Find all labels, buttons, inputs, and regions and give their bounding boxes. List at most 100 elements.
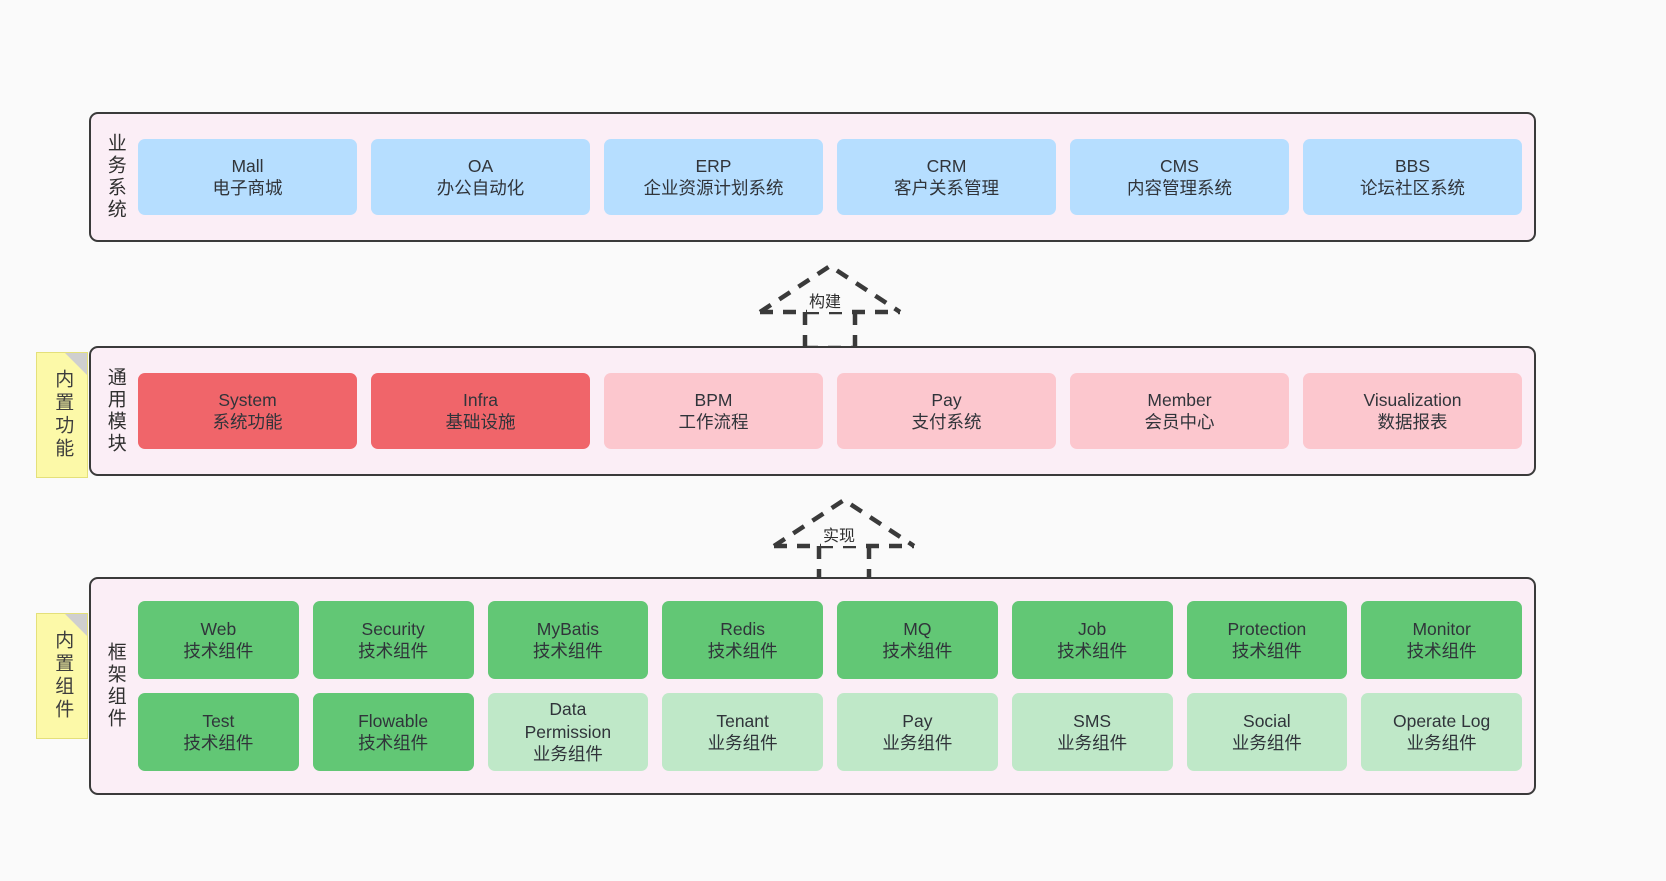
card-oa[interactable]: OA 办公自动化: [371, 139, 590, 215]
framework-tech-row: Web 技术组件 Security 技术组件 MyBatis 技术组件 Redi…: [138, 601, 1522, 679]
module-card-row: System 系统功能 Infra 基础设施 BPM 工作流程 Pay 支付系统…: [138, 373, 1522, 449]
card-title: Job: [1078, 618, 1107, 639]
card-title: CRM: [926, 155, 967, 176]
card-bbs[interactable]: BBS 论坛社区系统: [1303, 139, 1522, 215]
card-title: Infra: [462, 389, 499, 410]
card-subtitle: 业务组件: [707, 733, 778, 753]
layer-title-text: 业务系统: [104, 133, 126, 221]
card-social[interactable]: Social 业务组件: [1186, 693, 1348, 771]
card-title: Redis: [720, 618, 765, 639]
connector-build-label: 构建: [807, 288, 844, 312]
note-fold-icon: [65, 614, 87, 636]
card-member[interactable]: Member 会员中心: [1070, 373, 1289, 449]
connector-implement-label: 实现: [821, 522, 858, 546]
layer-business-system-body: Mall 电子商城 OA 办公自动化 ERP 企业资源计划系统 CRM 客户关系…: [138, 114, 1534, 240]
card-title: Operate Log: [1392, 710, 1491, 731]
card-subtitle: 基础设施: [445, 412, 516, 432]
card-monitor[interactable]: Monitor 技术组件: [1361, 601, 1522, 679]
card-subtitle: 技术组件: [1057, 641, 1128, 661]
card-title: MQ: [903, 618, 932, 639]
connector-implement: 实现: [766, 492, 926, 585]
card-system[interactable]: System 系统功能: [138, 373, 357, 449]
card-title: Mall: [231, 155, 264, 176]
card-subtitle: 内容管理系统: [1127, 178, 1232, 198]
card-data-permission[interactable]: Data Permission 业务组件: [487, 693, 649, 771]
business-card-row: Mall 电子商城 OA 办公自动化 ERP 企业资源计划系统 CRM 客户关系…: [138, 139, 1522, 215]
card-pay-module[interactable]: Pay 支付系统: [837, 373, 1056, 449]
card-title: Data Permission: [524, 699, 612, 742]
card-web[interactable]: Web 技术组件: [138, 601, 299, 679]
card-crm[interactable]: CRM 客户关系管理: [837, 139, 1056, 215]
note-text: 内置组件: [52, 630, 74, 722]
card-cms[interactable]: CMS 内容管理系统: [1070, 139, 1289, 215]
card-bpm[interactable]: BPM 工作流程: [604, 373, 823, 449]
card-subtitle: 系统功能: [212, 412, 283, 432]
card-title: BPM: [694, 389, 733, 410]
card-tenant[interactable]: Tenant 业务组件: [662, 693, 823, 771]
card-title: System: [218, 389, 277, 410]
card-mall[interactable]: Mall 电子商城: [138, 139, 357, 215]
card-job[interactable]: Job 技术组件: [1011, 601, 1173, 679]
card-title: Tenant: [716, 710, 769, 731]
card-subtitle: 支付系统: [911, 412, 982, 432]
card-subtitle: 技术组件: [532, 641, 603, 661]
layer-framework-component-body: Web 技术组件 Security 技术组件 MyBatis 技术组件 Redi…: [138, 579, 1534, 793]
card-security[interactable]: Security 技术组件: [312, 601, 474, 679]
layer-title-text: 通用模块: [104, 367, 126, 455]
card-title: Web: [200, 618, 237, 639]
card-subtitle: 技术组件: [1406, 641, 1477, 661]
card-subtitle: 技术组件: [1231, 641, 1302, 661]
card-subtitle: 技术组件: [707, 641, 778, 661]
card-erp[interactable]: ERP 企业资源计划系统: [604, 139, 823, 215]
card-mybatis[interactable]: MyBatis 技术组件: [487, 601, 649, 679]
card-test[interactable]: Test 技术组件: [138, 693, 299, 771]
card-title: Monitor: [1412, 618, 1471, 639]
card-subtitle: 技术组件: [358, 733, 429, 753]
card-subtitle: 业务组件: [532, 744, 603, 765]
card-subtitle: 客户关系管理: [894, 178, 999, 198]
connector-implement-glyph: [772, 497, 916, 585]
layer-framework-component: 框架组件 Web 技术组件 Security 技术组件 MyBatis 技术组件…: [89, 577, 1536, 795]
card-title: Test: [202, 710, 235, 731]
card-infra[interactable]: Infra 基础设施: [371, 373, 590, 449]
card-redis[interactable]: Redis 技术组件: [662, 601, 823, 679]
card-subtitle: 业务组件: [1057, 733, 1128, 753]
card-subtitle: 数据报表: [1377, 412, 1448, 432]
layer-general-module: 通用模块 System 系统功能 Infra 基础设施 BPM 工作流程 Pay: [89, 346, 1536, 476]
layer-business-system-title: 业务系统: [91, 114, 138, 240]
layer-title-text: 框架组件: [104, 642, 126, 730]
layer-business-system: 业务系统 Mall 电子商城 OA 办公自动化 ERP 企业资源计划系统 CRM: [89, 112, 1536, 242]
card-operate-log[interactable]: Operate Log 业务组件: [1361, 693, 1522, 771]
note-builtin-function: 内置功能: [36, 352, 88, 478]
card-title: MyBatis: [536, 618, 599, 639]
card-protection[interactable]: Protection 技术组件: [1186, 601, 1348, 679]
card-title: SMS: [1073, 710, 1112, 731]
connector-build: 构建: [752, 258, 912, 351]
card-flowable[interactable]: Flowable 技术组件: [312, 693, 474, 771]
card-sms[interactable]: SMS 业务组件: [1011, 693, 1173, 771]
card-subtitle: 技术组件: [183, 641, 254, 661]
layer-framework-component-title: 框架组件: [91, 579, 138, 793]
card-title: BBS: [1394, 155, 1431, 176]
card-subtitle: 论坛社区系统: [1360, 178, 1465, 198]
card-title: OA: [467, 155, 494, 176]
card-title: Pay: [902, 710, 933, 731]
card-visualization[interactable]: Visualization 数据报表: [1303, 373, 1522, 449]
card-title: Member: [1147, 389, 1212, 410]
card-subtitle: 工作流程: [678, 412, 749, 432]
card-title: Protection: [1227, 618, 1307, 639]
card-subtitle: 企业资源计划系统: [643, 178, 784, 198]
note-text: 内置功能: [52, 369, 74, 461]
card-subtitle: 业务组件: [882, 733, 953, 753]
card-title: Security: [361, 618, 425, 639]
card-title: Pay: [931, 389, 962, 410]
card-subtitle: 办公自动化: [436, 178, 525, 198]
card-mq[interactable]: MQ 技术组件: [837, 601, 998, 679]
card-pay-component[interactable]: Pay 业务组件: [837, 693, 998, 771]
card-subtitle: 技术组件: [358, 641, 429, 661]
card-title: Social: [1243, 710, 1291, 731]
card-subtitle: 会员中心: [1144, 412, 1215, 432]
card-title: ERP: [695, 155, 732, 176]
card-subtitle: 业务组件: [1406, 733, 1477, 753]
